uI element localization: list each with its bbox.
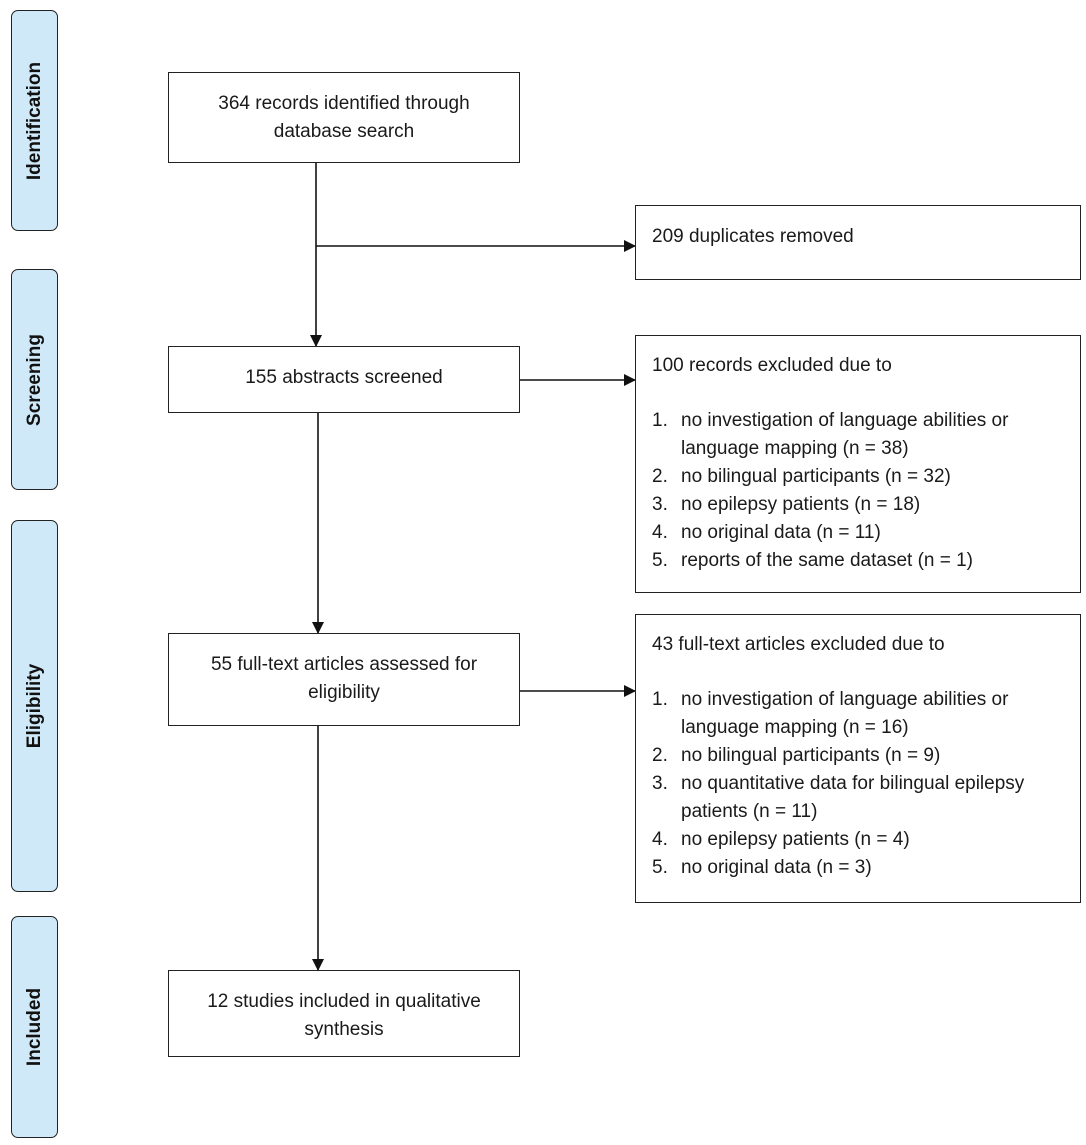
list-item-text: no original data (n = 3) bbox=[681, 857, 872, 878]
list-item-text: no quantitative data for bilingual epile… bbox=[681, 773, 1025, 794]
list-item-number: 5. bbox=[652, 550, 668, 571]
list-item-number: 3. bbox=[652, 773, 668, 794]
list-item: 4. no original data (n = 11) bbox=[652, 519, 1064, 547]
list-item-text: patients (n = 11) bbox=[681, 801, 818, 822]
stage-screening: Screening bbox=[11, 269, 58, 490]
list-item-text: language mapping (n = 16) bbox=[681, 717, 909, 738]
list-item: 2. no bilingual participants (n = 32) bbox=[652, 463, 1064, 491]
list-item-number: 5. bbox=[652, 857, 668, 878]
list-item-number: 1. bbox=[652, 689, 668, 710]
list-item: 2. no bilingual participants (n = 9) bbox=[652, 742, 1064, 770]
box-records-excluded: 100 records excluded due to 1. no invest… bbox=[635, 335, 1081, 593]
list-item: 1. no investigation of language abilitie… bbox=[652, 407, 1064, 463]
box-fulltext-assessed-line-2: eligibility bbox=[308, 682, 380, 703]
box-fulltext-assessed-line-1: 55 full-text articles assessed for bbox=[210, 654, 478, 675]
list-item: 3. no epilepsy patients (n = 18) bbox=[652, 491, 1064, 519]
stage-included: Included bbox=[11, 916, 58, 1138]
box-records-identified: 364 records identified through database … bbox=[168, 72, 520, 163]
box-abstracts-screened: 155 abstracts screened bbox=[168, 346, 520, 413]
box-studies-included-line-1: 12 studies included in qualitative bbox=[207, 991, 481, 1012]
stage-identification: Identification bbox=[11, 10, 58, 231]
list-item-number: 2. bbox=[652, 745, 668, 766]
box-records-excluded-heading: 100 records excluded due to bbox=[652, 355, 892, 376]
stage-eligibility: Eligibility bbox=[11, 520, 58, 892]
list-item-text: no epilepsy patients (n = 4) bbox=[681, 829, 910, 850]
fulltext-excluded-reasons: 1. no investigation of language abilitie… bbox=[652, 686, 1064, 882]
list-item: 5. reports of the same dataset (n = 1) bbox=[652, 547, 1064, 575]
list-item-text: no epilepsy patients (n = 18) bbox=[681, 494, 921, 515]
list-item-text: no bilingual participants (n = 32) bbox=[681, 466, 951, 487]
list-item-text: no original data (n = 11) bbox=[681, 522, 881, 543]
list-item-text: language mapping (n = 38) bbox=[681, 438, 909, 459]
box-duplicates-removed: 209 duplicates removed bbox=[635, 205, 1081, 280]
list-item: 5. no original data (n = 3) bbox=[652, 854, 1064, 882]
box-records-identified-line-1: 364 records identified through bbox=[218, 93, 470, 114]
list-item-number: 3. bbox=[652, 494, 668, 515]
box-duplicates-removed-line-1: 209 duplicates removed bbox=[652, 226, 854, 247]
records-excluded-reasons: 1. no investigation of language abilitie… bbox=[652, 407, 1064, 575]
list-item: 3. no quantitative data for bilingual ep… bbox=[652, 770, 1064, 826]
list-item-number: 4. bbox=[652, 522, 668, 543]
box-fulltext-excluded-heading: 43 full-text articles excluded due to bbox=[652, 634, 945, 655]
list-item-text: no bilingual participants (n = 9) bbox=[681, 745, 941, 766]
list-item-text: no investigation of language abilities o… bbox=[681, 410, 1009, 431]
box-abstracts-screened-line-1: 155 abstracts screened bbox=[245, 367, 443, 388]
list-item-number: 1. bbox=[652, 410, 668, 431]
box-fulltext-excluded: 43 full-text articles excluded due to 1.… bbox=[635, 614, 1081, 903]
list-item-number: 2. bbox=[652, 466, 668, 487]
box-fulltext-assessed: 55 full-text articles assessed for eligi… bbox=[168, 633, 520, 726]
list-item-number: 4. bbox=[652, 829, 668, 850]
list-item: 4. no epilepsy patients (n = 4) bbox=[652, 826, 1064, 854]
list-item: 1. no investigation of language abilitie… bbox=[652, 686, 1064, 742]
box-studies-included-line-2: synthesis bbox=[304, 1019, 384, 1040]
list-item-text: reports of the same dataset (n = 1) bbox=[681, 550, 974, 571]
box-studies-included: 12 studies included in qualitative synth… bbox=[168, 970, 520, 1057]
box-records-identified-line-2: database search bbox=[273, 121, 415, 142]
list-item-text: no investigation of language abilities o… bbox=[681, 689, 1009, 710]
